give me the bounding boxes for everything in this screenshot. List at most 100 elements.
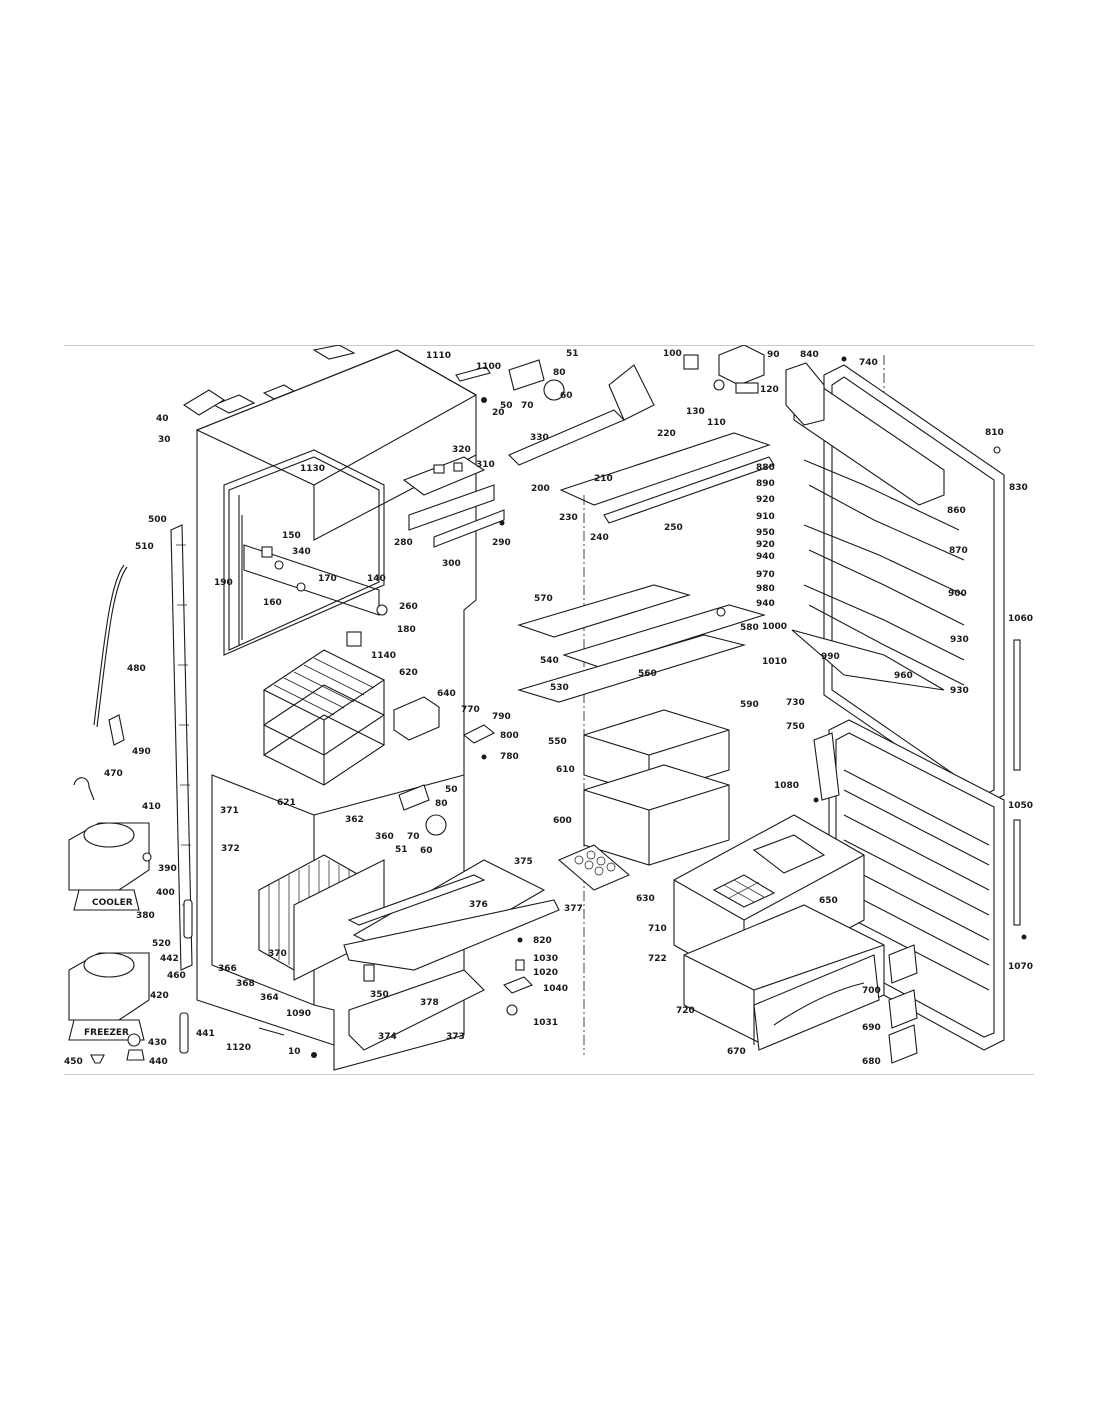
shelf-230 xyxy=(559,432,771,506)
label-1130: 1130 xyxy=(300,464,325,474)
label-80b: 80 xyxy=(435,799,448,809)
label-378: 378 xyxy=(420,998,439,1008)
label-51b: 51 xyxy=(395,845,408,855)
label-790: 790 xyxy=(492,712,511,722)
shelf-530 xyxy=(517,634,747,703)
label-130: 130 xyxy=(686,407,705,417)
label-500: 500 xyxy=(148,515,167,525)
label-960: 960 xyxy=(894,671,913,681)
label-280: 280 xyxy=(394,538,413,548)
label-360: 360 xyxy=(375,832,394,842)
label-450: 450 xyxy=(64,1057,83,1067)
drawer-front-373 xyxy=(348,969,485,1051)
label-750: 750 xyxy=(786,722,805,732)
label-1030: 1030 xyxy=(533,954,558,964)
label-540: 540 xyxy=(540,656,559,666)
label-1040: 1040 xyxy=(543,984,568,994)
gasket-750 xyxy=(813,732,840,801)
label-930: 930 xyxy=(950,635,969,645)
label-300: 300 xyxy=(442,559,461,569)
label-1050: 1050 xyxy=(1008,801,1033,811)
label-470: 470 xyxy=(104,769,123,779)
label-374: 374 xyxy=(378,1032,397,1042)
label-362: 362 xyxy=(345,815,364,825)
label-510: 510 xyxy=(135,542,154,552)
label-970: 970 xyxy=(756,570,775,580)
control-panel xyxy=(402,456,505,548)
label-230: 230 xyxy=(559,513,578,523)
label-1100: 1100 xyxy=(476,362,501,372)
label-480: 480 xyxy=(127,664,146,674)
label-730: 730 xyxy=(786,698,805,708)
wire-rack-620 xyxy=(262,649,386,786)
label-980: 980 xyxy=(756,584,775,594)
cooler-label: COOLER xyxy=(92,898,133,908)
crisper-600 xyxy=(583,764,730,866)
label-780: 780 xyxy=(500,752,519,762)
label-690: 690 xyxy=(862,1023,881,1033)
label-1070: 1070 xyxy=(1008,962,1033,972)
label-100: 100 xyxy=(663,349,682,359)
label-50b: 50 xyxy=(445,785,458,795)
label-390: 390 xyxy=(158,864,177,874)
label-320: 320 xyxy=(452,445,471,455)
label-10: 10 xyxy=(288,1047,301,1057)
label-1080: 1080 xyxy=(774,781,799,791)
label-1031: 1031 xyxy=(533,1018,558,1028)
label-330: 330 xyxy=(530,433,549,443)
label-650: 650 xyxy=(819,896,838,906)
label-600: 600 xyxy=(553,816,572,826)
fridge-door xyxy=(791,364,1005,806)
label-430: 430 xyxy=(148,1038,167,1048)
label-490: 490 xyxy=(132,747,151,757)
label-670: 670 xyxy=(727,1047,746,1057)
label-930b: 930 xyxy=(950,686,969,696)
condenser-500 xyxy=(170,524,193,971)
bracket-490 xyxy=(108,714,125,746)
flap-700 xyxy=(888,944,918,984)
part-640 xyxy=(393,696,440,741)
label-460: 460 xyxy=(167,971,186,981)
label-570: 570 xyxy=(534,594,553,604)
compressor-cooler xyxy=(68,822,150,911)
label-630: 630 xyxy=(636,894,655,904)
label-310: 310 xyxy=(476,460,495,470)
label-375: 375 xyxy=(514,857,533,867)
label-110: 110 xyxy=(707,418,726,428)
hinge-1060 xyxy=(1013,639,1021,771)
label-60b: 60 xyxy=(420,846,433,856)
label-620: 620 xyxy=(399,668,418,678)
label-50: 50 xyxy=(500,401,513,411)
label-290: 290 xyxy=(492,538,511,548)
label-40: 40 xyxy=(156,414,169,424)
label-590: 590 xyxy=(740,700,759,710)
label-370: 370 xyxy=(268,949,287,959)
label-1060: 1060 xyxy=(1008,614,1033,624)
label-410: 410 xyxy=(142,802,161,812)
fan-bracket-top xyxy=(508,359,545,391)
label-440: 440 xyxy=(149,1057,168,1067)
label-376: 376 xyxy=(469,900,488,910)
gasket-840 xyxy=(785,362,825,426)
hose-480 xyxy=(93,564,125,726)
drawer-front-670 xyxy=(753,954,880,1051)
label-920b: 920 xyxy=(756,540,775,550)
label-350: 350 xyxy=(370,990,389,1000)
label-70: 70 xyxy=(521,401,534,411)
label-580: 580 xyxy=(740,623,759,633)
label-377: 377 xyxy=(564,904,583,914)
label-710: 710 xyxy=(648,924,667,934)
label-1020: 1020 xyxy=(533,968,558,978)
label-900: 900 xyxy=(948,589,967,599)
label-160: 160 xyxy=(263,598,282,608)
label-1140: 1140 xyxy=(371,651,396,661)
flap-690 xyxy=(888,989,918,1029)
label-340: 340 xyxy=(292,547,311,557)
label-60: 60 xyxy=(560,391,573,401)
label-240: 240 xyxy=(590,533,609,543)
label-80: 80 xyxy=(553,368,566,378)
label-441: 441 xyxy=(196,1029,215,1039)
door-shelf-1000 xyxy=(791,629,945,691)
label-800: 800 xyxy=(500,731,519,741)
label-890: 890 xyxy=(756,479,775,489)
